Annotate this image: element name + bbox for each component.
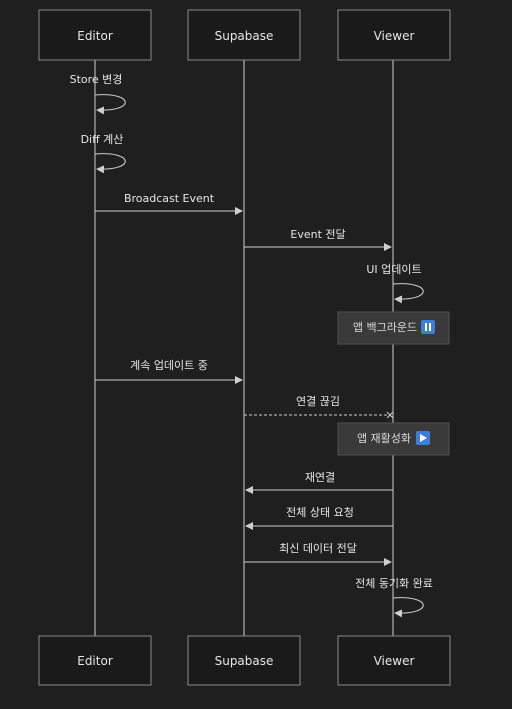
supabase-participant-label: Supabase bbox=[215, 654, 274, 668]
viewer-participant-label: Viewer bbox=[374, 654, 415, 668]
note-app-background: 앱 백그라운드 bbox=[337, 311, 450, 345]
message-label: 전체 상태 요청 bbox=[286, 506, 354, 519]
self-message-store-change: Store 변경 bbox=[70, 73, 126, 115]
note-app-reactivate: 앱 재활성화 bbox=[337, 422, 450, 456]
viewer-participant-top: Viewer bbox=[337, 9, 451, 61]
note-label: 앱 재활성화 bbox=[357, 431, 411, 445]
message-reconnect: 재연결 bbox=[245, 471, 393, 494]
message-label: 전체 동기화 완료 bbox=[355, 577, 433, 590]
message-label: Event 전달 bbox=[290, 228, 345, 241]
message-label: 연결 끊김 bbox=[296, 395, 340, 408]
message-full-state-request: 전체 상태 요청 bbox=[245, 506, 393, 530]
supabase-participant-label: Supabase bbox=[215, 29, 274, 43]
viewer-participant-bottom: Viewer bbox=[337, 635, 451, 686]
viewer-participant-label: Viewer bbox=[374, 29, 415, 43]
message-label: Diff 계산 bbox=[81, 133, 124, 146]
message-label: Store 변경 bbox=[70, 73, 123, 86]
message-event-forward: Event 전달 bbox=[244, 228, 392, 251]
message-label: UI 업데이트 bbox=[366, 263, 421, 276]
message-latest-data: 최신 데이터 전달 bbox=[244, 542, 392, 566]
message-label: 최신 데이터 전달 bbox=[279, 542, 357, 555]
editor-participant-top: Editor bbox=[38, 9, 152, 61]
editor-participant-label: Editor bbox=[77, 654, 113, 668]
supabase-participant-bottom: Supabase bbox=[187, 635, 301, 686]
self-message-diff-calc: Diff 계산 bbox=[81, 133, 126, 174]
note-label: 앱 백그라운드 bbox=[353, 321, 417, 334]
supabase-participant-top: Supabase bbox=[187, 9, 301, 61]
cross-icon bbox=[386, 411, 394, 419]
message-label: Broadcast Event bbox=[124, 192, 215, 205]
editor-participant-label: Editor bbox=[77, 29, 113, 43]
message-broadcast-event: Broadcast Event bbox=[95, 192, 243, 215]
message-connection-lost: 연결 끊김 bbox=[244, 395, 394, 419]
self-message-full-sync: 전체 동기화 완료 bbox=[355, 577, 433, 618]
message-label: 계속 업데이트 중 bbox=[130, 359, 208, 372]
pause-icon bbox=[421, 320, 435, 334]
message-label: 재연결 bbox=[305, 471, 335, 484]
self-message-ui-update: UI 업데이트 bbox=[366, 263, 424, 304]
editor-participant-bottom: Editor bbox=[38, 635, 152, 686]
play-icon bbox=[416, 431, 430, 445]
message-continue-update: 계속 업데이트 중 bbox=[95, 359, 243, 384]
